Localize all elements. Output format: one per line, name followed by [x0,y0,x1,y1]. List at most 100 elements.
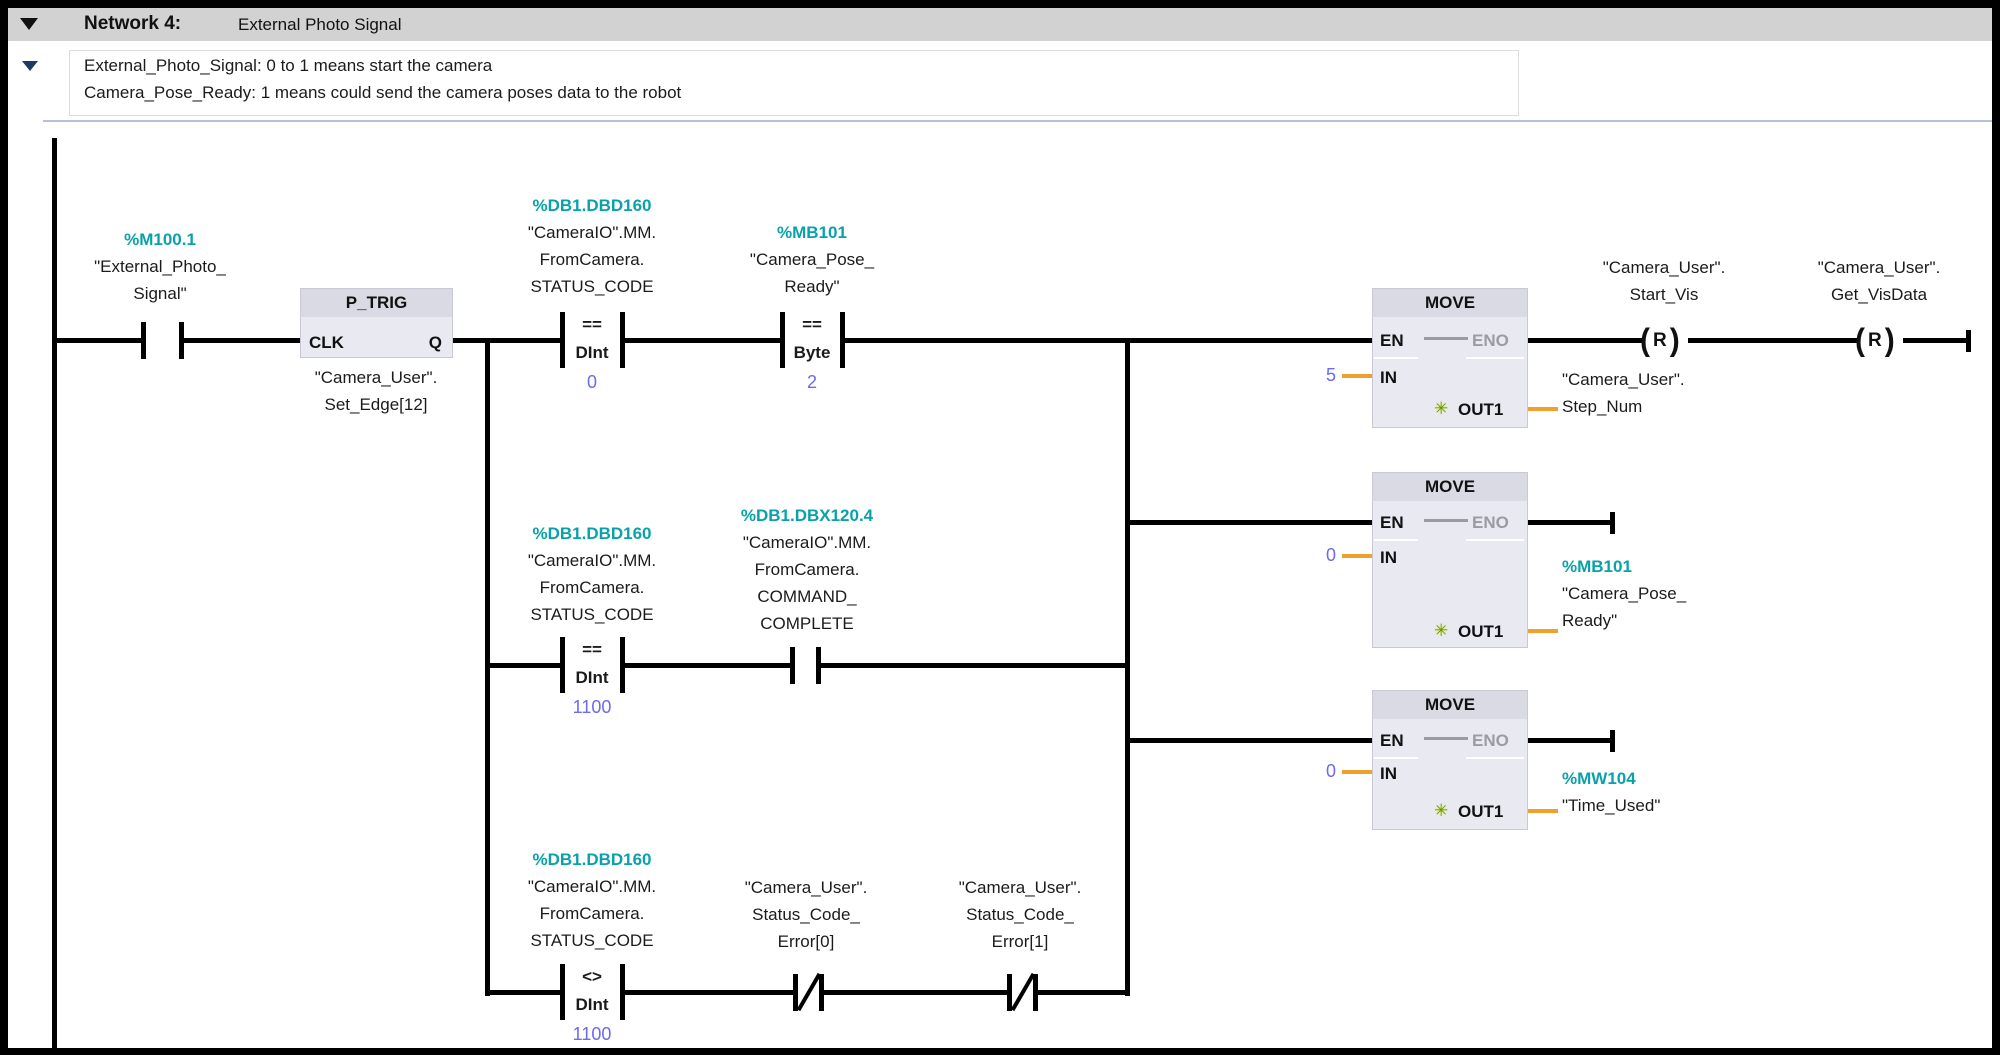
operand-tag[interactable]: "CameraIO".MM. [527,551,657,570]
compare-contact[interactable] [560,964,565,1020]
network-comment-box[interactable]: External_Photo_Signal: 0 to 1 means star… [69,50,1519,116]
coil-get-visdata-labels[interactable]: "Camera_User". Get_VisData [1818,254,1941,308]
operand-tag[interactable]: "Camera_User". [1602,258,1726,277]
operand-tag[interactable]: "Time_Used" [1562,796,1661,815]
move1-out-labels[interactable]: "Camera_User". Step_Num [1562,366,1685,420]
operand-tag[interactable]: FromCamera. [539,250,645,269]
compare-dtype[interactable]: DInt [575,995,609,1014]
compare-value[interactable]: 2 [806,372,818,392]
operand-tag[interactable]: Error[0] [777,932,835,951]
operand-address[interactable]: %MB101 [1562,557,1632,576]
operand-tag[interactable]: Status_Code_ [752,905,860,924]
compare-dtype[interactable]: DInt [575,668,609,687]
comment-line-1[interactable]: External_Photo_Signal: 0 to 1 means star… [84,56,493,75]
collapse-network-icon[interactable] [20,18,38,30]
nc-contact[interactable] [793,974,798,1011]
compare-operator[interactable]: == [582,315,602,334]
ptrig-instance-labels[interactable]: "Camera_User". Set_Edge[12] [315,364,438,418]
no-contact[interactable] [816,647,821,684]
operand-address[interactable]: %DB1.DBD160 [532,196,652,215]
compare-contact[interactable] [620,637,625,693]
operand-tag[interactable]: "Camera_User". [1562,370,1685,389]
comment-line-2[interactable]: Camera_Pose_Ready: 1 means could send th… [84,83,682,102]
operand-tag[interactable]: COMMAND_ [757,587,857,606]
nc-error0-labels[interactable]: "Camera_User". Status_Code_ Error[0] [745,874,868,955]
move2-box[interactable]: MOVE [1372,472,1528,648]
nc-contact[interactable] [819,974,824,1011]
compare-operator[interactable]: == [802,315,822,334]
network-header-bar[interactable]: Network 4: External Photo Signal [8,8,1992,41]
operand-tag[interactable]: "Camera_User". [314,368,438,387]
nc-contact[interactable] [1033,974,1038,1011]
operand-tag[interactable]: "Camera_User". [958,878,1082,897]
compare-contact[interactable] [840,312,845,368]
operand-tag[interactable]: Start_Vis [1629,285,1699,304]
no-contact[interactable] [790,647,795,684]
compare-dtype[interactable]: DInt [575,343,609,362]
operand-tag[interactable]: Set_Edge[12] [324,395,428,414]
no-contact[interactable] [179,322,184,359]
compare-value[interactable]: 1100 [572,1024,612,1044]
reset-coil[interactable]: (R) [1855,324,1895,358]
operand-tag[interactable]: Signal" [133,284,187,303]
cmp-eq2-labels[interactable]: %MB101 "Camera_Pose_ Ready" [750,219,874,300]
nc-error1-labels[interactable]: "Camera_User". Status_Code_ Error[1] [959,874,1082,955]
operand-tag[interactable]: "External_Photo_ [94,257,226,276]
ptrig-box[interactable]: P_TRIG CLK Q [300,288,453,358]
cmp-eq1100-labels[interactable]: %DB1.DBD160 "CameraIO".MM. FromCamera. S… [528,520,656,628]
operand-tag[interactable]: Ready" [1562,611,1618,630]
collapse-comment-icon[interactable] [22,61,38,71]
cmp-eq0-labels[interactable]: %DB1.DBD160 "CameraIO".MM. FromCamera. S… [528,192,656,300]
move3-out-labels[interactable]: %MW104 "Time_Used" [1562,765,1660,819]
compare-contact[interactable] [560,312,565,368]
operand-tag[interactable]: STATUS_CODE [530,931,654,950]
compare-dtype[interactable]: Byte [793,343,831,362]
contact-cmd-labels[interactable]: %DB1.DBX120.4 "CameraIO".MM. FromCamera.… [741,502,873,637]
operand-tag[interactable]: Error[1] [991,932,1049,951]
move3-box[interactable]: MOVE [1372,690,1528,830]
operand-tag[interactable]: STATUS_CODE [530,605,654,624]
move1-in-value[interactable]: 5 [1325,365,1336,385]
operand-tag[interactable]: Status_Code_ [966,905,1074,924]
operand-tag[interactable]: "CameraIO".MM. [527,223,657,242]
operand-tag[interactable]: Step_Num [1562,397,1643,416]
network-subtitle[interactable]: External Photo Signal [238,15,402,34]
operand-tag[interactable]: "Camera_Pose_ [749,250,875,269]
compare-operator[interactable]: <> [582,967,602,986]
operand-address[interactable]: %MB101 [777,223,847,242]
reset-coil[interactable]: (R) [1640,324,1680,358]
operand-tag[interactable]: FromCamera. [754,560,860,579]
compare-value[interactable]: 1100 [572,697,612,717]
operand-address[interactable]: %MW104 [1562,769,1636,788]
compare-contact[interactable] [560,637,565,693]
operand-tag[interactable]: STATUS_CODE [530,277,654,296]
compare-contact[interactable] [620,312,625,368]
operand-tag[interactable]: Get_VisData [1830,285,1928,304]
compare-contact[interactable] [620,964,625,1020]
operand-tag[interactable]: FromCamera. [539,578,645,597]
move2-out-labels[interactable]: %MB101 "Camera_Pose_ Ready" [1562,553,1686,634]
operand-address[interactable]: %M100.1 [124,230,196,249]
network-title[interactable]: Network 4: [84,13,182,34]
operand-tag[interactable]: "Camera_Pose_ [1562,584,1687,603]
move3-in-value[interactable]: 0 [1325,761,1336,781]
contact-photo-labels[interactable]: %M100.1 "External_Photo_ Signal" [94,226,226,307]
no-contact[interactable] [141,322,146,359]
operand-address[interactable]: %DB1.DBX120.4 [740,506,874,525]
cmp-ne1100-labels[interactable]: %DB1.DBD160 "CameraIO".MM. FromCamera. S… [528,846,656,954]
operand-address[interactable]: %DB1.DBD160 [532,524,652,543]
operand-tag[interactable]: "Camera_User". [1817,258,1941,277]
operand-tag[interactable]: "CameraIO".MM. [527,877,657,896]
operand-tag[interactable]: Ready" [784,277,840,296]
compare-contact[interactable] [780,312,785,368]
operand-tag[interactable]: "Camera_User". [744,878,868,897]
nc-contact[interactable] [1007,974,1012,1011]
move2-in-value[interactable]: 0 [1325,545,1336,565]
operand-address[interactable]: %DB1.DBD160 [532,850,652,869]
operand-tag[interactable]: COMPLETE [760,614,854,633]
compare-value[interactable]: 0 [586,372,598,392]
coil-start-vis-labels[interactable]: "Camera_User". Start_Vis [1603,254,1726,308]
operand-tag[interactable]: FromCamera. [539,904,645,923]
operand-tag[interactable]: "CameraIO".MM. [742,533,872,552]
compare-operator[interactable]: == [582,640,602,659]
